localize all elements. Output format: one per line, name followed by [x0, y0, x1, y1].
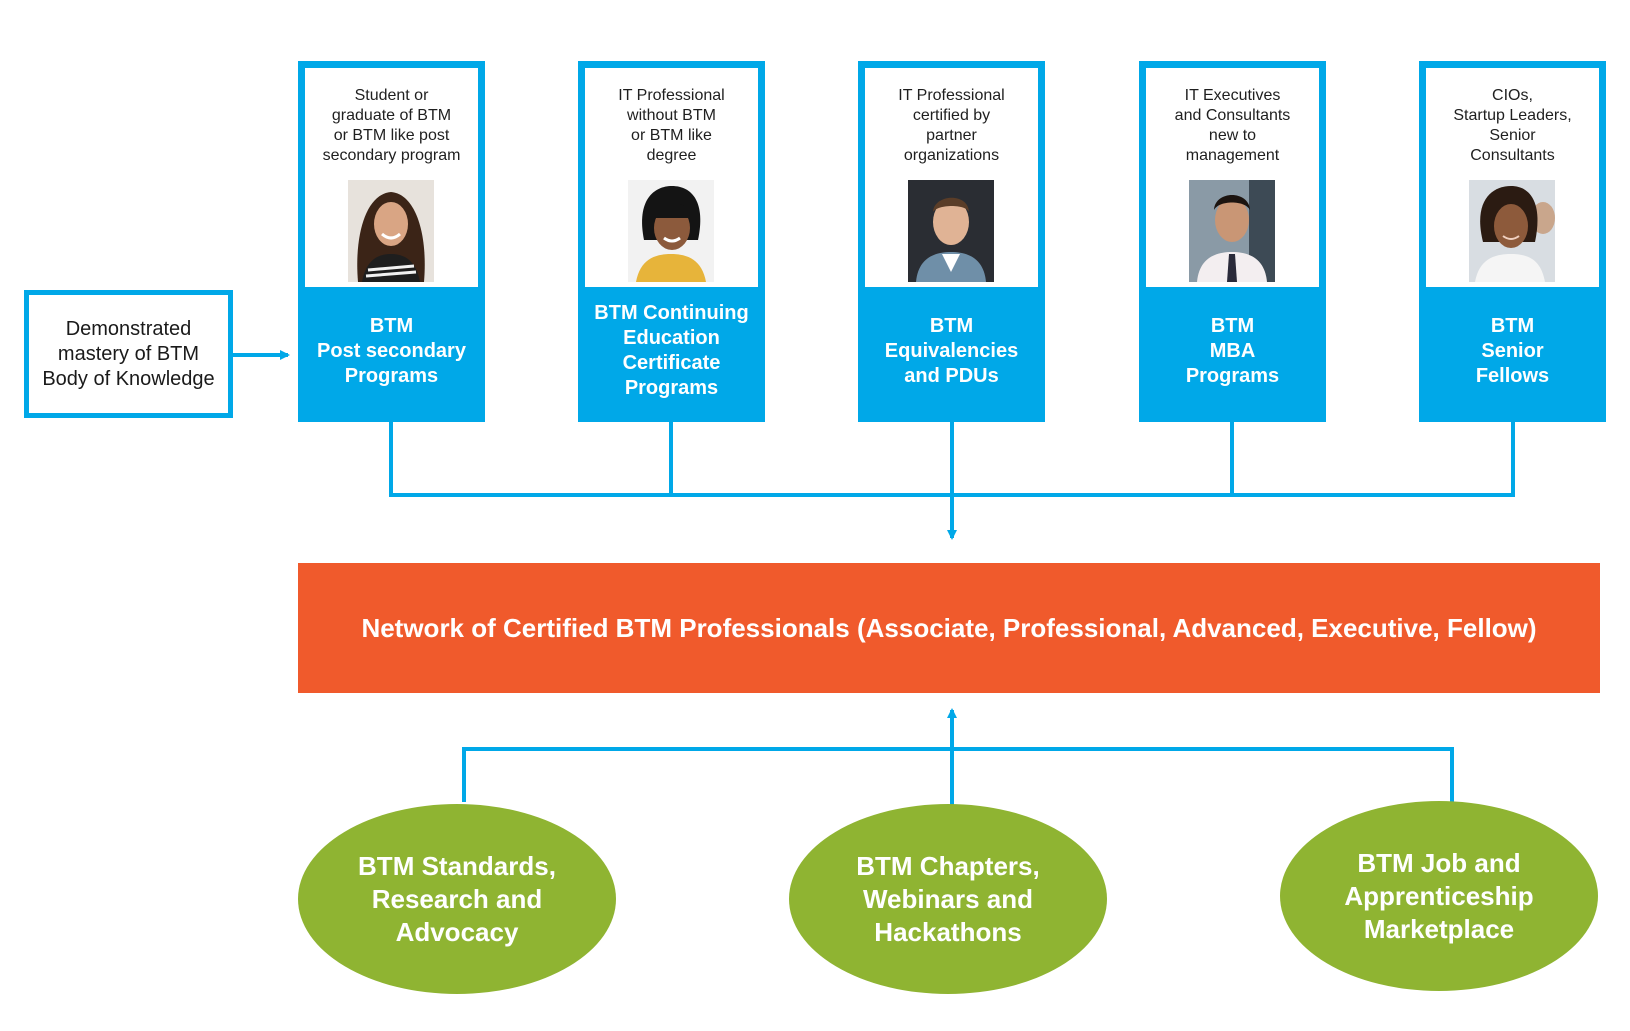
support-chapters-ellipse: BTM Chapters, Webinars and Hackathons	[789, 804, 1107, 994]
pathway-title: BTM Post secondary Programs	[317, 314, 466, 387]
source-box: Demonstrated mastery of BTM Body of Know…	[24, 290, 233, 418]
pathway-description: CIOs, Startup Leaders, Senior Consultant…	[1453, 87, 1572, 164]
pathway-description: IT Professional certified by partner org…	[898, 87, 1005, 164]
pathway-title: BTM Continuing Education Certificate Pro…	[594, 302, 749, 399]
network-text: Network of Certified BTM Professionals (…	[361, 612, 1537, 643]
pathway-card-senior-fellows: CIOs, Startup Leaders, Senior Consultant…	[1419, 61, 1606, 422]
pathway-title: BTM MBA Programs	[1185, 314, 1280, 387]
pathway-card-equivalencies: IT Professional certified by partner org…	[858, 61, 1045, 422]
woman-long-hair-photo-icon	[348, 180, 434, 282]
woman-short-hair-photo-icon	[628, 180, 714, 282]
man-suit-photo-icon	[908, 180, 994, 282]
pathway-description: IT Professional without BTM or BTM like …	[618, 87, 725, 164]
pathway-description: IT Executives and Consultants new to man…	[1174, 87, 1291, 164]
man-tie-photo-icon	[1189, 180, 1275, 282]
pathway-card-continuing-education: IT Professional without BTM or BTM like …	[578, 61, 765, 422]
pathway-title: BTM Senior Fellows	[1475, 314, 1550, 387]
pathway-card-post-secondary: Student or graduate of BTM or BTM like p…	[298, 61, 485, 422]
network-bar: Network of Certified BTM Professionals (…	[298, 563, 1600, 693]
support-text: BTM Chapters, Webinars and Hackathons	[856, 850, 1040, 947]
pathway-card-mba: IT Executives and Consultants new to man…	[1139, 61, 1326, 422]
support-marketplace-ellipse: BTM Job and Apprenticeship Marketplace	[1280, 801, 1598, 991]
pathway-description: Student or graduate of BTM or BTM like p…	[322, 87, 461, 164]
support-text: BTM Standards, Research and Advocacy	[358, 850, 556, 947]
support-text: BTM Job and Apprenticeship Marketplace	[1344, 847, 1534, 944]
pathway-title: BTM Equivalencies and PDUs	[884, 314, 1019, 387]
woman-curly-hair-photo-icon	[1469, 180, 1555, 282]
source-text: Demonstrated mastery of BTM Body of Know…	[42, 317, 215, 390]
support-standards-ellipse: BTM Standards, Research and Advocacy	[298, 804, 616, 994]
